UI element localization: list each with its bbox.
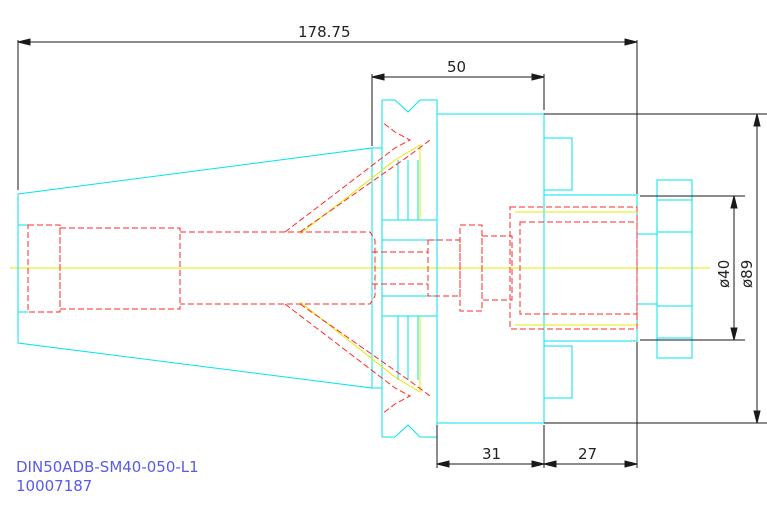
dimension-lines [17,38,767,468]
hidden-lines [27,121,638,415]
dim-flange-length: 50 [447,58,466,76]
drive-key-bottom [543,345,573,399]
thread-lines [299,144,637,393]
drawing-caption: DIN50ADB-SM40-050-L1 10007187 [16,458,199,496]
dim-outer-diameter: ø89 [738,260,756,288]
dim-nut-length: 27 [578,445,597,463]
clamping-nut [636,179,693,359]
dim-overall-length: 178.75 [298,23,351,41]
part-number: DIN50ADB-SM40-050-L1 [16,458,199,476]
dim-inner-diameter: ø40 [715,260,733,288]
dim-body-length: 31 [482,445,501,463]
article-number: 10007187 [16,477,93,495]
drive-key-top [543,137,573,191]
